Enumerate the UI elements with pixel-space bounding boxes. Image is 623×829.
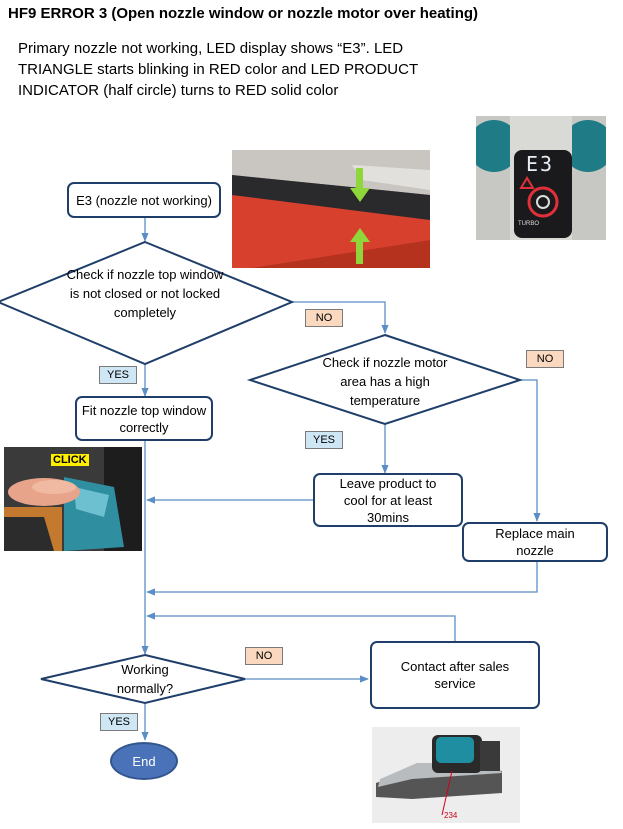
no-tag-window: NO (305, 309, 343, 327)
green-arrow-up-icon (350, 228, 370, 264)
arrow-motor-no (520, 379, 541, 522)
part-number-label: 234 (444, 811, 458, 820)
turbo-label: TURBO (518, 221, 539, 227)
warning-triangle-icon (519, 176, 535, 189)
yes-tag-working: YES (100, 713, 138, 731)
click-label: CLICK (51, 454, 89, 466)
no-tag-working: NO (245, 647, 283, 665)
no-tag-motor: NO (526, 350, 564, 368)
cool-down-box: Leave product to cool for at least 30min… (313, 473, 463, 527)
arrow-contact-to-main (146, 612, 456, 641)
page-description: Primary nozzle not working, LED display … (18, 40, 418, 99)
green-arrow-down-icon (350, 168, 370, 202)
decision-working-shape (40, 653, 246, 705)
replace-nozzle-box: Replace main nozzle (462, 522, 608, 562)
contact-service-box: Contact after sales service (370, 641, 540, 709)
decision-motor-shape (246, 333, 524, 426)
arrow-window-no (292, 301, 389, 334)
start-node: E3 (nozzle not working) (67, 182, 221, 218)
led-display-illustration (476, 116, 606, 240)
decision-motor-text: Check if nozzle motor area has a high te… (322, 355, 448, 408)
yes-tag-window: YES (99, 366, 137, 384)
main-nozzle-illustration (372, 727, 520, 823)
led-display-photo: E3 TURBO (476, 116, 606, 240)
decision-window-shape (0, 240, 295, 366)
fit-window-box: Fit nozzle top window correctly (75, 396, 213, 441)
led-display-digits: E3 (526, 152, 555, 176)
nozzle-window-photo (232, 150, 430, 268)
nozzle-window-illustration (232, 150, 430, 268)
arrow-replace-to-main (146, 562, 538, 596)
decision-working-text: Working normally? (116, 662, 174, 696)
click-nozzle-photo: CLICK (4, 447, 142, 551)
yes-tag-motor: YES (305, 431, 343, 449)
page-title: HF9 ERROR 3 (Open nozzle window or nozzl… (8, 5, 479, 22)
end-node: End (110, 742, 178, 780)
main-nozzle-photo: 234 (372, 727, 520, 823)
decision-window-text: Check if nozzle top window is not closed… (66, 267, 224, 320)
